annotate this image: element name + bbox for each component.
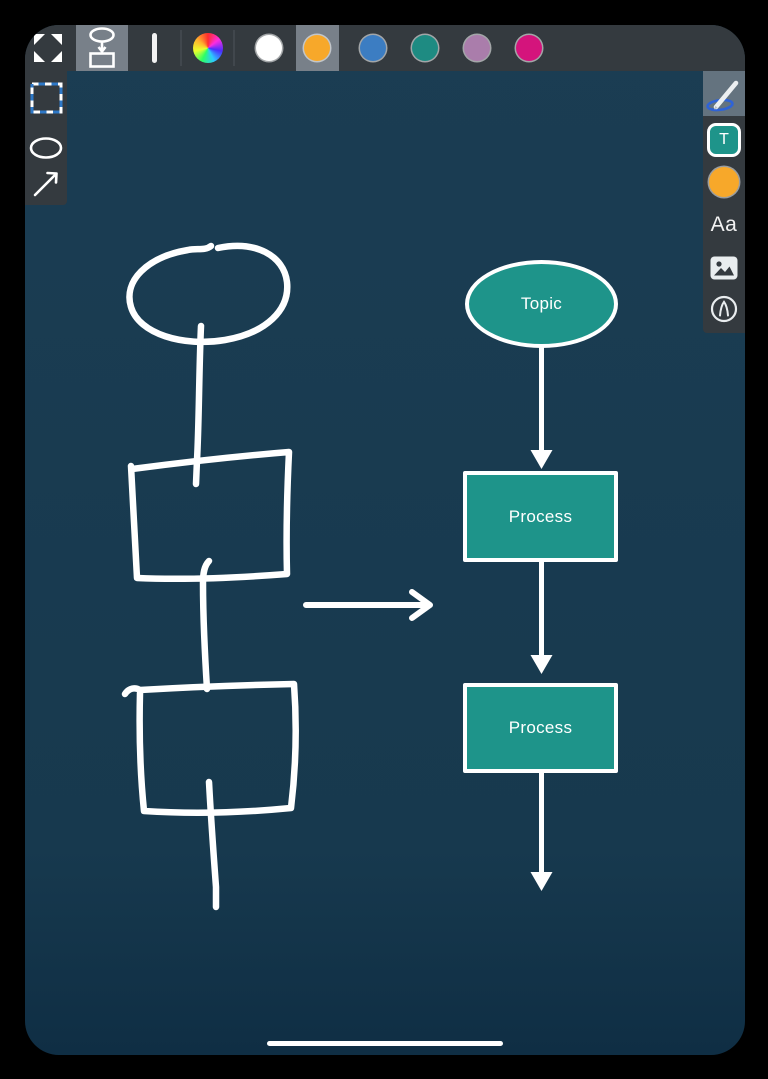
text-tool-label: Aa (710, 213, 738, 236)
toolbar-divider (233, 30, 235, 66)
color-swatch-orange[interactable] (304, 35, 330, 61)
home-indicator-bar[interactable] (267, 1041, 503, 1046)
photo-icon (710, 256, 738, 280)
pointer-button[interactable] (703, 295, 745, 323)
arrow-icon (33, 171, 58, 197)
diagram-node-process-1[interactable]: Process (463, 471, 618, 562)
sketch-canvas[interactable] (25, 25, 745, 1055)
pointer-icon (710, 295, 738, 323)
expand-button[interactable] (25, 25, 71, 71)
expand-icon (34, 34, 62, 62)
conversion-right-arrow (303, 589, 433, 621)
hand-drawn-rectangle-2 (121, 680, 299, 816)
diagram-node-topic[interactable]: Topic (465, 260, 618, 348)
stroke-width-button[interactable] (128, 25, 180, 71)
shape-recognition-button[interactable] (76, 25, 128, 71)
text-tool-button[interactable]: Aa (703, 209, 745, 241)
stroke-width-icon (151, 33, 157, 63)
node-label: Process (508, 506, 573, 526)
ellipse-icon (29, 137, 63, 159)
color-wheel-icon (192, 33, 223, 63)
hand-drawn-connector-1 (192, 322, 205, 488)
marquee-select-icon (30, 82, 63, 114)
node-label: Process (508, 718, 573, 737)
current-color-swatch (709, 167, 739, 197)
hand-drawn-connector-2 (199, 557, 213, 693)
shape-style-button[interactable]: T (703, 122, 745, 158)
drawing-canvas-screen: Topic Process Process (25, 25, 745, 1055)
hand-drawn-rectangle-1 (127, 448, 293, 583)
ellipse-tool-button[interactable] (25, 127, 67, 169)
color-swatch-teal[interactable] (412, 35, 438, 61)
color-swatch-magenta[interactable] (516, 35, 542, 61)
pen-icon (706, 80, 739, 111)
shape-recognition-icon (89, 27, 115, 68)
color-swatch-white[interactable] (256, 35, 282, 61)
photo-button[interactable] (703, 254, 745, 282)
top-toolbar (25, 25, 745, 71)
hand-drawn-ellipse (126, 242, 291, 346)
diagram-node-process-2[interactable]: Process (463, 683, 618, 773)
hand-drawn-connector-3 (205, 778, 220, 911)
pen-tool-button[interactable] (703, 71, 745, 116)
node-label: Topic (520, 294, 563, 313)
right-toolbar: T Aa (703, 71, 745, 333)
diagram-arrows (530, 347, 553, 891)
color-swatch-purple[interactable] (464, 35, 490, 61)
color-swatch-blue[interactable] (360, 35, 386, 61)
arrow-tool-button[interactable] (25, 163, 67, 205)
left-toolbar (25, 71, 67, 205)
color-wheel-button[interactable] (182, 25, 233, 71)
marquee-select-button[interactable] (25, 77, 67, 119)
shape-style-label: T (719, 131, 729, 148)
toolbar-divider (180, 30, 182, 66)
shape-style-chip: T (707, 123, 741, 157)
current-color-button[interactable] (703, 166, 745, 198)
